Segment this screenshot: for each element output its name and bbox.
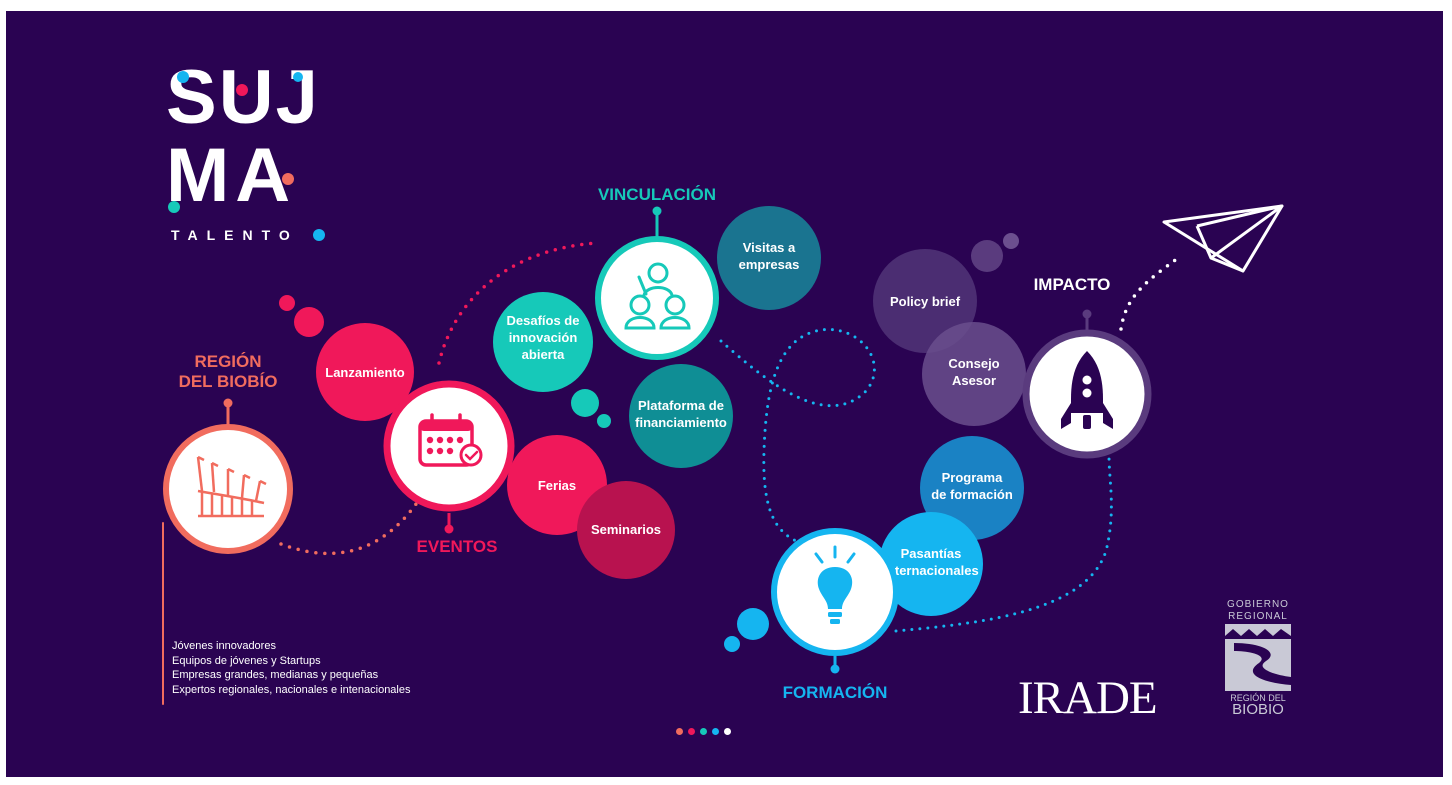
audience-item: Expertos regionales, nacionales e intena… — [172, 683, 411, 696]
connector-eventos-vinculacion — [437, 241, 598, 365]
pagination-dot-active[interactable] — [724, 728, 731, 735]
rocket-icon — [1061, 351, 1113, 429]
bubble-seminarios[interactable]: Seminarios — [577, 481, 675, 579]
svg-text:Ferias: Ferias — [538, 478, 576, 493]
logo-dot-blue — [293, 72, 303, 82]
lightbulb-icon — [814, 545, 856, 624]
bubble-policy-brief[interactable]: Policy brief — [873, 249, 977, 353]
connector-region-eventos — [279, 502, 418, 556]
svg-text:empresas: empresas — [739, 257, 800, 272]
slide: SUJ MA TALENTO REGIÓN DEL BIOBÍO — [6, 11, 1443, 777]
region-title-line1: REGIÓN — [194, 352, 261, 371]
impacto-node[interactable]: IMPACTO — [1022, 275, 1152, 459]
eventos-group: Lanzamiento Ferias Seminarios — [279, 295, 675, 579]
bubble-visitas[interactable]: Visitas a empresas — [717, 206, 821, 310]
irade-logo: IRADE — [1018, 672, 1157, 724]
audience-item: Jóvenes innovadores — [172, 640, 276, 652]
impacto-deco-dot-small — [1003, 233, 1019, 249]
svg-text:REGIONAL: REGIONAL — [1228, 611, 1288, 622]
svg-text:abierta: abierta — [522, 347, 565, 362]
svg-text:BIOBIO: BIOBIO — [1232, 701, 1284, 718]
vinculacion-deco-dot — [571, 389, 599, 417]
eventos-deco-dot — [294, 307, 324, 337]
paper-plane-icon — [1162, 204, 1284, 273]
connector-vinculacion-formacion — [719, 328, 876, 543]
impacto-group: Policy brief Consejo Asesor IMPACTO — [873, 204, 1284, 459]
connector-paths — [162, 241, 1183, 705]
logo-dot-coral — [282, 173, 294, 185]
process-diagram: SUJ MA TALENTO REGIÓN DEL BIOBÍO — [162, 55, 1291, 724]
svg-text:Pasantías: Pasantías — [901, 546, 962, 561]
logo-row1: SUJ — [166, 55, 320, 140]
region-node[interactable]: REGIÓN DEL BIOBÍO — [163, 352, 293, 554]
pagination-dot[interactable] — [700, 728, 707, 735]
svg-text:Desafíos de: Desafíos de — [507, 313, 580, 328]
formacion-title: FORMACIÓN — [783, 683, 888, 702]
bubble-desafios[interactable]: Desafíos de innovación abierta — [493, 292, 593, 392]
svg-text:Policy brief: Policy brief — [890, 294, 961, 309]
bubble-plataforma[interactable]: Plataforma de financiamiento — [629, 364, 733, 468]
audience-list: Jóvenes innovadores Equipos de jóvenes y… — [172, 639, 411, 697]
pagination-dot[interactable] — [712, 728, 719, 735]
svg-text:Seminarios: Seminarios — [591, 522, 661, 537]
eventos-node[interactable]: EVENTOS — [383, 380, 515, 556]
logo-dot-cyan — [177, 71, 189, 83]
gobierno-regional-logo: GOBIERNO REGIONAL REGIÓN DEL BIOBIO — [1225, 599, 1291, 718]
bubble-pasantias[interactable]: Pasantías internacionales — [879, 512, 983, 616]
svg-text:internacionales: internacionales — [883, 563, 978, 578]
formacion-node[interactable]: FORMACIÓN — [771, 528, 899, 702]
svg-text:REGIÓN DEL: REGIÓN DEL — [1230, 693, 1286, 703]
eventos-deco-dot-small — [279, 295, 295, 311]
pagination-dot[interactable] — [688, 728, 695, 735]
stadium-icon — [196, 455, 267, 518]
formacion-deco-dot — [737, 608, 769, 640]
suma-talento-logo: SUJ MA TALENTO — [166, 55, 325, 243]
logo-row2: MA — [166, 133, 296, 218]
audience-item: Equipos de jóvenes y Startups — [172, 654, 321, 667]
svg-text:Plataforma de: Plataforma de — [638, 398, 724, 413]
svg-text:Asesor: Asesor — [952, 373, 996, 388]
svg-text:financiamiento: financiamiento — [635, 415, 727, 430]
region-title-line2: DEL BIOBÍO — [179, 372, 278, 391]
eventos-title: EVENTOS — [417, 537, 498, 556]
svg-text:Programa: Programa — [942, 470, 1003, 485]
svg-text:de formación: de formación — [931, 487, 1013, 502]
formacion-deco-dot-small — [724, 636, 740, 652]
svg-text:Consejo: Consejo — [948, 356, 999, 371]
formacion-group: Programa de formación Pasantías internac… — [724, 436, 1024, 702]
svg-text:innovación: innovación — [509, 330, 578, 345]
slide-pagination — [676, 728, 731, 735]
vinculacion-node[interactable]: VINCULACIÓN — [595, 185, 719, 360]
pagination-dot[interactable] — [676, 728, 683, 735]
vinculacion-deco-dot-small — [597, 414, 611, 428]
bubble-lanzamiento[interactable]: Lanzamiento — [316, 323, 414, 421]
audience-item: Empresas grandes, medianas y pequeñas — [172, 669, 379, 681]
partner-logos: IRADE GOBIERNO REGIONAL REGIÓN DEL BIOBI… — [1018, 599, 1291, 724]
logo-tagline: TALENTO — [171, 227, 299, 243]
team-icon — [624, 262, 691, 330]
impacto-title: IMPACTO — [1034, 275, 1111, 294]
bubble-consejo[interactable]: Consejo Asesor — [922, 322, 1026, 426]
logo-dot-teal — [168, 201, 180, 213]
logo-tagline-dot — [313, 229, 325, 241]
logo-dot-pink — [236, 84, 248, 96]
calendar-icon — [418, 413, 483, 467]
connector-impacto-plane — [1119, 254, 1183, 331]
vinculacion-title: VINCULACIÓN — [598, 185, 716, 204]
impacto-deco-dot — [971, 240, 1003, 272]
svg-text:Lanzamiento: Lanzamiento — [325, 365, 405, 380]
svg-text:Visitas a: Visitas a — [743, 240, 796, 255]
svg-text:GOBIERNO: GOBIERNO — [1227, 599, 1289, 610]
vinculacion-group: Desafíos de innovación abierta Visitas a… — [493, 185, 821, 468]
bubble-programa[interactable]: Programa de formación — [920, 436, 1024, 540]
